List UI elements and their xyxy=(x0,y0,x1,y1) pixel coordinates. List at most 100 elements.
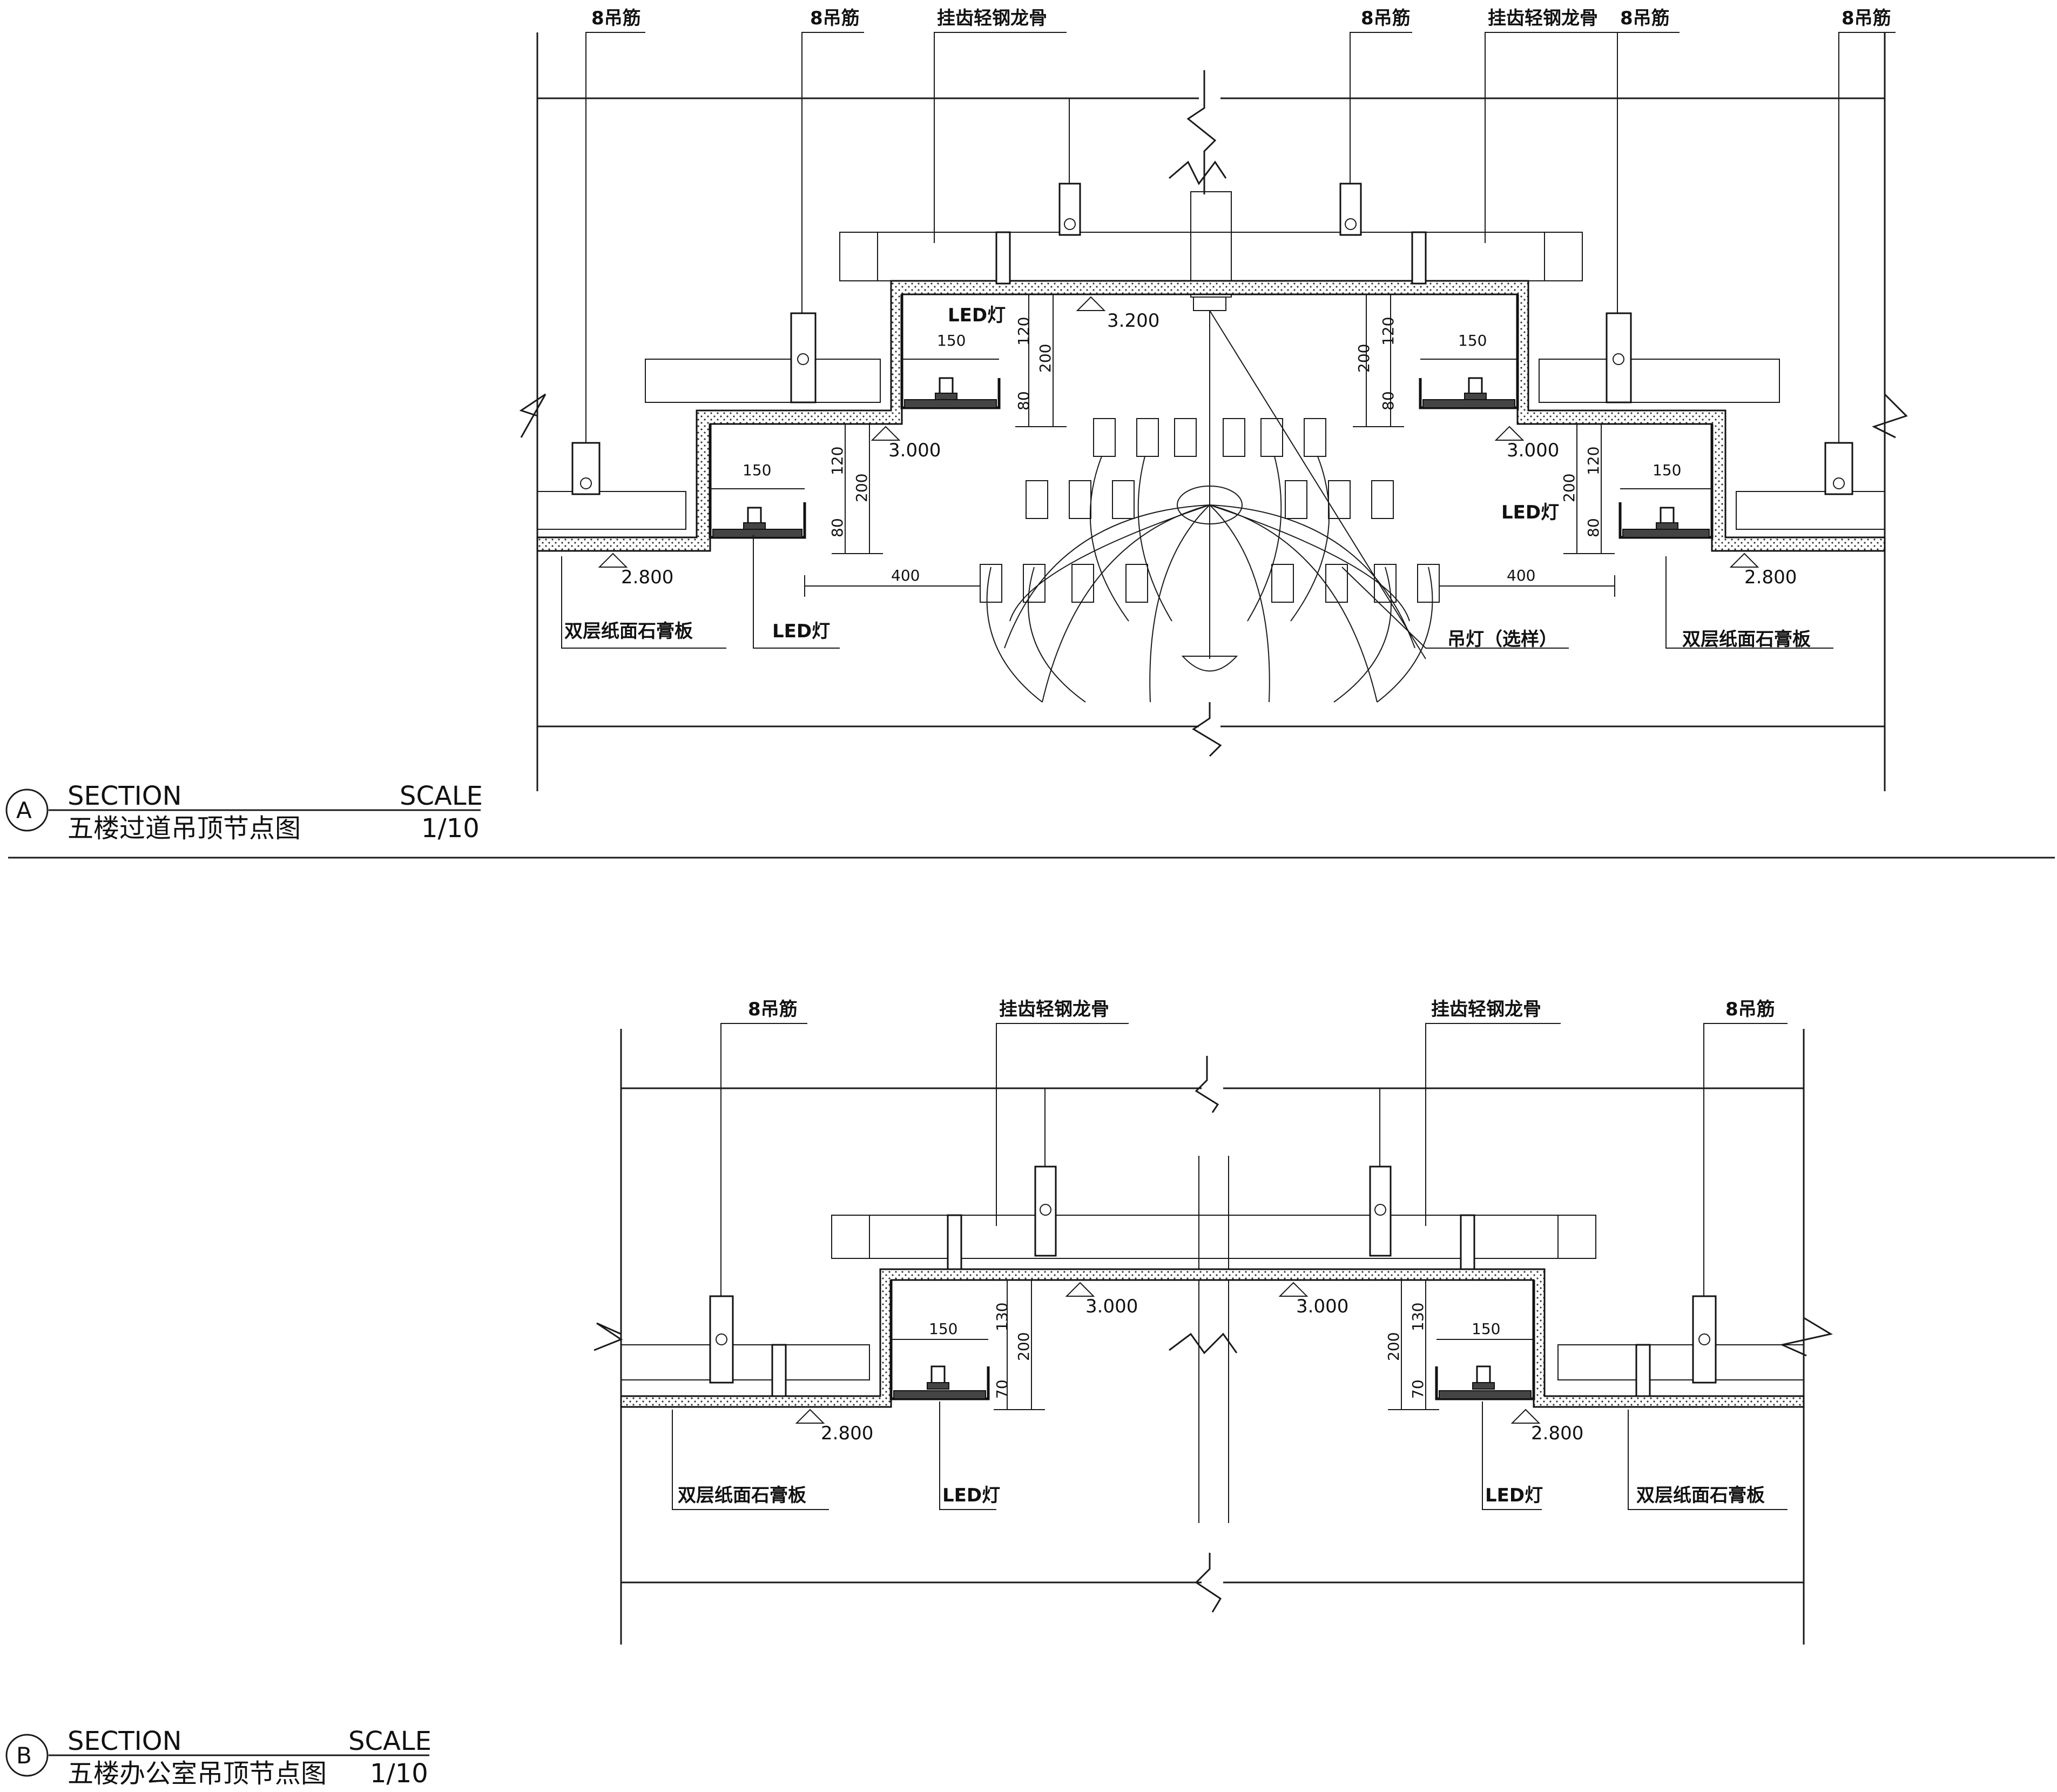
dimension-label: 150 xyxy=(929,1320,957,1338)
break-mark xyxy=(594,1322,623,1351)
dimension-label: 400 xyxy=(891,567,920,584)
elevation-label: 2.800 xyxy=(1531,1423,1583,1444)
elevation-label: 3.000 xyxy=(1507,440,1559,461)
led-strip xyxy=(893,1390,986,1399)
led-strip xyxy=(904,399,997,408)
scale-label: SCALE xyxy=(348,1726,431,1756)
label-led-light: LED灯 xyxy=(772,621,830,642)
hanger-rod xyxy=(1369,1088,1392,1257)
label-steel-keel: 挂齿轻钢龙骨 xyxy=(1488,8,1598,29)
dimension-label: 200 xyxy=(1036,344,1054,373)
section-a: 8吊筋 8吊筋 挂齿轻钢龙骨 8吊筋 挂齿轻钢龙骨 8吊筋 8吊筋 LED灯 L… xyxy=(5,8,1908,844)
dimension-label: 130 xyxy=(1409,1303,1427,1331)
dimension-label: 200 xyxy=(853,474,871,502)
led-strip xyxy=(1422,399,1515,408)
dimension-label: 120 xyxy=(828,447,846,475)
dimension-label: 70 xyxy=(993,1379,1011,1399)
led-lamp-icon xyxy=(743,507,766,530)
section-title: 五楼过道吊顶节点图 xyxy=(68,813,301,844)
scale-value: 1/10 xyxy=(421,813,480,844)
dimension-label: 200 xyxy=(1385,1332,1402,1361)
elevation-label: 2.800 xyxy=(1744,567,1797,588)
steel-keel-channel xyxy=(839,232,1583,281)
elevation-label: 2.800 xyxy=(621,567,673,588)
hanger-rod xyxy=(1034,1088,1057,1257)
gypsum-board xyxy=(620,1268,1805,1408)
hanger-rod xyxy=(790,98,817,403)
scale-label: SCALE xyxy=(400,781,483,811)
label-steel-keel: 挂齿轻钢龙骨 xyxy=(999,999,1109,1020)
elevation-markers xyxy=(795,1282,1541,1424)
led-lamp-icon xyxy=(1472,1365,1495,1390)
dimension-label: 150 xyxy=(1472,1320,1500,1338)
dimension-label: 150 xyxy=(937,332,966,349)
dimension-label: 120 xyxy=(1015,317,1033,346)
section-heading: SECTION xyxy=(68,781,181,811)
led-strip xyxy=(712,529,802,538)
label-hanger-rod: 8吊筋 xyxy=(810,8,860,29)
hanger-rod xyxy=(1058,98,1081,236)
section-callout-letter: A xyxy=(16,797,32,824)
break-mark xyxy=(1186,70,1217,194)
label-gypsum-board: 双层纸面石膏板 xyxy=(564,621,693,642)
label-chandelier: 吊灯（选样） xyxy=(1447,629,1557,650)
section-callout-letter: B xyxy=(16,1742,32,1769)
break-mark xyxy=(519,393,547,438)
led-strip xyxy=(1622,529,1710,538)
dimension-label: 400 xyxy=(1507,567,1535,584)
leader-lines xyxy=(672,1023,1788,1510)
section-b: 8吊筋 挂齿轻钢龙骨 挂齿轻钢龙骨 8吊筋 双层纸面石膏板 LED灯 LED灯 … xyxy=(5,999,1833,1789)
label-led-light: LED灯 xyxy=(1501,502,1559,523)
steel-keel-channel xyxy=(621,1344,870,1380)
elevation-label: 2.800 xyxy=(821,1423,873,1444)
dimension-label: 70 xyxy=(1409,1379,1427,1399)
elevation-markers xyxy=(598,296,1759,568)
dimension-label: 200 xyxy=(1015,1332,1033,1361)
dimension-lines xyxy=(710,294,1712,597)
section-heading: SECTION xyxy=(68,1726,181,1756)
elevation-label: 3.000 xyxy=(888,440,941,461)
dimension-label: 80 xyxy=(1015,391,1033,410)
leader-lines xyxy=(561,32,1896,649)
dimension-label: 120 xyxy=(1379,317,1397,346)
label-gypsum-board: 双层纸面石膏板 xyxy=(1636,1485,1765,1506)
break-mark xyxy=(1195,1553,1222,1613)
section-callout-circle xyxy=(5,789,49,832)
label-steel-keel: 挂齿轻钢龙骨 xyxy=(937,8,1047,29)
elevation-label: 3.000 xyxy=(1296,1296,1348,1317)
led-strip xyxy=(1439,1390,1532,1399)
break-mark xyxy=(1779,1317,1833,1357)
label-hanger-rod: 8吊筋 xyxy=(1361,8,1411,29)
break-mark xyxy=(1169,160,1227,185)
label-led-light: LED灯 xyxy=(942,1485,1000,1506)
label-steel-keel: 挂齿轻钢龙骨 xyxy=(1431,999,1541,1020)
dimension-label: 80 xyxy=(1584,518,1602,537)
label-gypsum-board: 双层纸面石膏板 xyxy=(1682,629,1811,650)
led-lamp-icon xyxy=(1464,377,1487,400)
label-hanger-rod: 8吊筋 xyxy=(1725,999,1775,1020)
steel-keel-channel xyxy=(537,491,686,530)
dimension-label: 150 xyxy=(1458,332,1487,349)
label-gypsum-board: 双层纸面石膏板 xyxy=(678,1485,806,1506)
section-title: 五楼办公室吊顶节点图 xyxy=(68,1759,327,1789)
elevation-label: 3.200 xyxy=(1107,310,1159,332)
break-mark xyxy=(1169,1332,1238,1355)
hanger-rod xyxy=(1692,1088,1717,1384)
gypsum-board xyxy=(536,280,1886,552)
dimension-label: 120 xyxy=(1584,447,1602,475)
break-mark xyxy=(1872,393,1908,439)
break-mark xyxy=(1195,1056,1219,1113)
label-hanger-rod: 8吊筋 xyxy=(1620,8,1670,29)
scale-value: 1/10 xyxy=(370,1759,428,1789)
led-lamp-icon xyxy=(935,377,957,400)
chandelier-icon xyxy=(980,310,1440,703)
label-hanger-rod: 8吊筋 xyxy=(748,999,798,1020)
dimension-label: 200 xyxy=(1355,344,1373,373)
label-hanger-rod: 8吊筋 xyxy=(1842,8,1891,29)
dimension-label: 80 xyxy=(828,518,846,537)
break-mark xyxy=(1192,702,1222,757)
elevation-label: 3.000 xyxy=(1085,1296,1138,1317)
led-lamp-icon xyxy=(1656,507,1678,530)
steel-keel-channel xyxy=(1539,359,1780,403)
